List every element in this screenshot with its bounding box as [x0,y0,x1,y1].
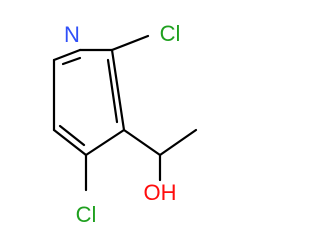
structure-canvas: N Cl Cl OH [52,21,198,227]
molecule-drawing: N Cl Cl OH [52,21,198,227]
bond-c3-c4 [84,128,126,157]
double-bond-c4-c5-inner [58,124,86,147]
bond-c2-cl [110,34,150,52]
double-bond-c2-c3-inner [106,58,119,124]
bond-c3-ch [122,128,162,157]
atom-label-cl-bottom: Cl [76,202,97,227]
atom-label-n: N [64,22,80,47]
bond-c4-c5 [52,128,88,157]
bond-c6-n [52,48,82,62]
bond-c2-c3 [110,48,126,132]
double-bond-c6-n-inner [61,56,82,66]
atom-label-oh: OH [144,180,177,205]
bond-ch-ch3 [158,128,198,157]
atom-label-cl-top: Cl [160,21,181,46]
